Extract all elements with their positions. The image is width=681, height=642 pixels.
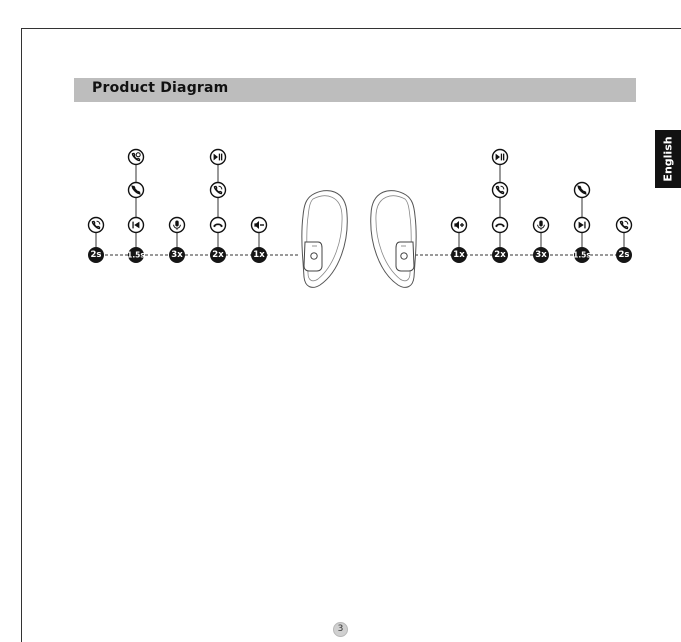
previous-track-icon — [129, 218, 144, 233]
play-pause-icon — [493, 150, 508, 165]
svg-text:3x: 3x — [171, 250, 183, 260]
svg-text:2s: 2s — [91, 250, 102, 260]
svg-text:1x: 1x — [453, 250, 465, 260]
svg-text:1.5s: 1.5s — [573, 251, 591, 260]
left-press-3x: 3x — [169, 233, 185, 263]
svg-text:1x: 1x — [253, 250, 265, 260]
left-press-2x: 2x — [210, 165, 226, 263]
left-press-1x: 1x — [251, 233, 267, 263]
volume-up-icon — [452, 218, 467, 233]
answer-call-icon — [617, 218, 632, 233]
next-track-icon — [575, 218, 590, 233]
left-press-1-5s: 1.5s — [127, 165, 145, 263]
reject-call-icon — [129, 183, 144, 198]
right-press-2s: 2s — [616, 233, 632, 263]
page-number-label: 3 — [334, 623, 347, 636]
svg-text:1.5s: 1.5s — [127, 251, 145, 260]
voice-assistant-icon — [534, 218, 549, 233]
end-call-icon — [211, 218, 226, 233]
svg-text:2x: 2x — [212, 250, 224, 260]
svg-text:2x: 2x — [494, 250, 506, 260]
right-press-3x: 3x — [533, 233, 549, 263]
right-press-2x: 2x — [492, 165, 508, 263]
redial-icon — [129, 150, 144, 165]
right-press-1x: 1x — [451, 233, 467, 263]
right-earbud — [371, 191, 416, 288]
answer-call-icon — [89, 218, 104, 233]
voice-assistant-icon — [170, 218, 185, 233]
answer-call-icon — [211, 183, 226, 198]
play-pause-icon — [211, 150, 226, 165]
svg-text:2s: 2s — [619, 250, 630, 260]
page-number: 3 — [333, 622, 348, 637]
reject-call-icon — [575, 183, 590, 198]
left-earbud — [302, 191, 347, 288]
volume-down-icon — [252, 218, 267, 233]
left-press-2s: 2s — [88, 233, 104, 263]
end-call-icon — [493, 218, 508, 233]
answer-call-icon — [493, 183, 508, 198]
svg-text:3x: 3x — [535, 250, 547, 260]
